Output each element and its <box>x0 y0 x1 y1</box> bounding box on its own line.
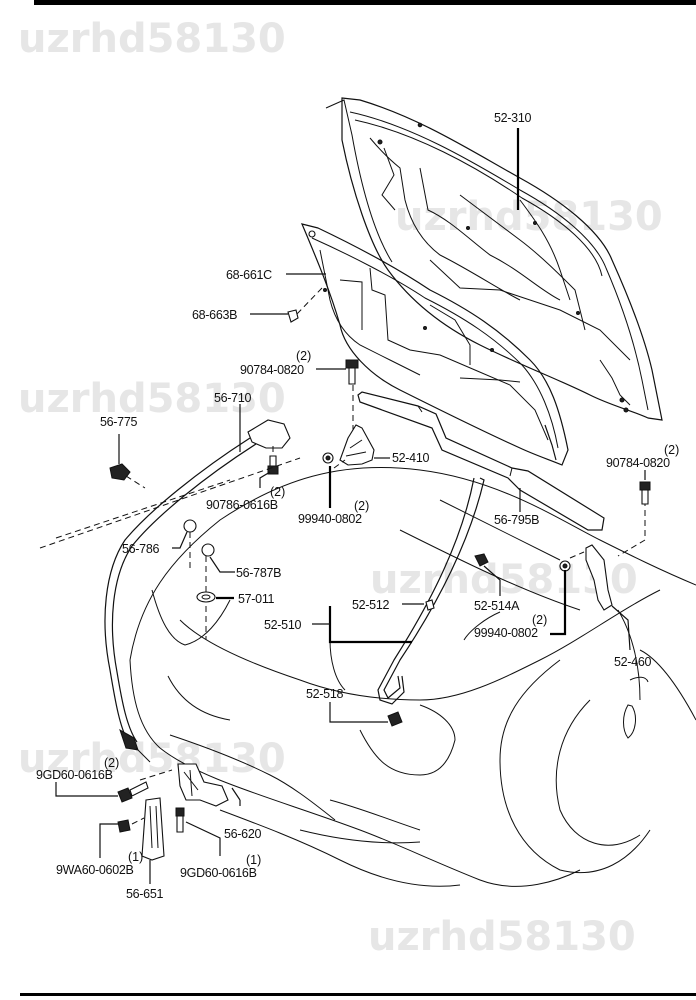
label-hinge-left: 52-410 <box>392 451 429 465</box>
label-insulator-clip: 68-663B <box>192 308 237 322</box>
stay-rod-part <box>377 477 485 705</box>
grommet-hole <box>201 594 211 600</box>
watermark: uzrhd58130 <box>18 736 286 782</box>
latch-guide <box>139 769 173 781</box>
label-bolt-hinge-left: 90784-0820 <box>240 363 304 377</box>
left-hinge-nut-center <box>325 455 331 461</box>
right-hinge-nut-center <box>562 563 568 569</box>
watermarks: uzrhd58130 uzrhd58130 uzrhd58130 uzrhd58… <box>18 16 663 960</box>
qty-release-handle-bolt: (2) <box>270 485 285 499</box>
label-bolt-hinge-right: 90784-0820 <box>606 456 670 470</box>
label-stay-rod-holder: 52-518 <box>306 687 343 701</box>
watermark: uzrhd58130 <box>18 376 286 422</box>
watermark: uzrhd58130 <box>395 194 663 240</box>
label-weatherstrip: 56-795B <box>494 513 539 527</box>
label-stay-holder: 52-514A <box>474 599 520 613</box>
qty-nut-hinge-left: (2) <box>354 499 369 513</box>
label-nut-hinge-left: 99940-0802 <box>298 512 362 526</box>
left-hinge-bolt <box>345 359 359 385</box>
latch-bolt-upper <box>117 781 149 803</box>
weatherstrip-part <box>357 391 605 531</box>
label-latch-nut: 9WA60-0602B <box>56 863 134 877</box>
label-grommet: 57-011 <box>238 592 275 606</box>
hood-insulator <box>300 223 569 466</box>
hood-panel <box>325 97 663 421</box>
insulator-clip-part <box>287 287 323 323</box>
label-hinge-right: 52-460 <box>614 655 651 669</box>
right-hinge-part <box>569 500 646 611</box>
label-bumper-left: 56-786 <box>122 542 159 556</box>
stay-holder-part <box>474 553 489 567</box>
bumper-left-part <box>183 519 197 533</box>
label-release-handle-bolt: 90786-0616B <box>206 498 278 512</box>
label-hood: 52-310 <box>494 111 531 125</box>
latch-bracket-part <box>141 797 165 861</box>
bottom-border <box>20 993 696 996</box>
qty-bolt-hinge-left: (2) <box>296 349 311 363</box>
qty-latch-bolt-lower: (1) <box>246 853 261 867</box>
leader-lines <box>55 128 646 884</box>
qty-bolt-hinge-right: (2) <box>664 443 679 457</box>
latch-bolt-lower <box>175 807 185 833</box>
bumper-right-part <box>201 543 215 557</box>
label-cable-clip: 56-775 <box>100 415 137 429</box>
label-stay-rod: 52-510 <box>264 618 301 632</box>
label-stay-rod-clip: 52-512 <box>352 598 389 612</box>
cable-clip-guide <box>125 475 146 489</box>
label-latch-bolt-upper: 9GD60-0616B <box>36 768 113 782</box>
stay-rod-holder-part <box>387 711 403 727</box>
guide-line <box>39 457 301 549</box>
latch-nut-part <box>117 819 131 833</box>
car-body-outline <box>129 467 696 887</box>
release-handle-bolt <box>267 446 279 475</box>
label-nut-hinge-right: 99940-0802 <box>474 626 538 640</box>
qty-nut-hinge-right: (2) <box>532 613 547 627</box>
label-hood-insulator: 68-661C <box>226 268 272 282</box>
release-cable-part <box>104 419 291 763</box>
guide-line <box>55 479 231 539</box>
watermark: uzrhd58130 <box>368 914 636 960</box>
label-release-cable: 56-710 <box>214 391 251 405</box>
left-hinge-part <box>333 375 375 469</box>
cable-clip-part <box>109 463 131 481</box>
watermark: uzrhd58130 <box>18 16 286 62</box>
label-latch-bolt-lower: 9GD60-0616B <box>180 866 257 880</box>
hood-latch-part <box>177 763 229 807</box>
label-hood-latch: 56-620 <box>224 827 261 841</box>
qty-latch-nut: (1) <box>128 850 143 864</box>
qty-latch-bolt-upper: (2) <box>104 756 119 770</box>
part-labels: 52-310 68-661C 68-663B (2) 90784-0820 56… <box>36 111 679 901</box>
latch-guide <box>131 817 145 825</box>
label-latch-bracket: 56-651 <box>126 887 163 901</box>
grommet-part <box>196 591 216 603</box>
right-hinge-bolt <box>639 481 651 505</box>
label-bumper-right: 56-787B <box>236 566 281 580</box>
top-border <box>34 0 696 5</box>
